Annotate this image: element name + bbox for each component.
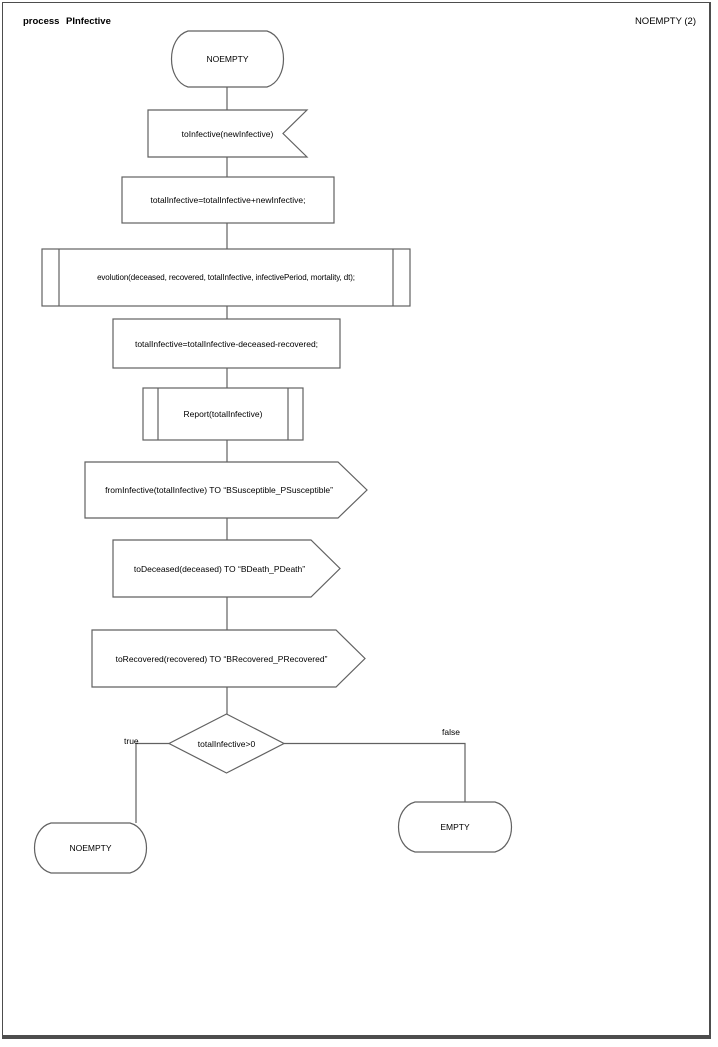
- procedure-report-shape: [142, 387, 304, 441]
- false-next-state-shape: [397, 801, 513, 853]
- branch-true-label: true: [124, 736, 139, 746]
- header-process-keyword: process: [23, 16, 60, 27]
- branch-false-label: false: [442, 727, 460, 737]
- input-signal-shape: [147, 109, 309, 158]
- header-page-label: NOEMPTY (2): [634, 16, 696, 27]
- output-death-shape: [112, 539, 341, 598]
- header-process-name: PInfective: [66, 16, 111, 27]
- output-susceptible-shape: [84, 461, 368, 519]
- task-add-shape: [121, 176, 335, 224]
- start-state-shape: [170, 30, 285, 88]
- procedure-report-bars: [157, 388, 289, 440]
- connector-true-branch: [135, 742, 169, 823]
- procedure-evolution-bars: [58, 249, 394, 306]
- output-recovered-shape: [91, 629, 366, 688]
- connector-false-branch: [284, 742, 466, 802]
- procedure-evolution-shape: [41, 248, 411, 307]
- decision-shape: [167, 713, 286, 774]
- true-next-state-shape: [33, 822, 148, 874]
- task-subtract-shape: [112, 318, 341, 369]
